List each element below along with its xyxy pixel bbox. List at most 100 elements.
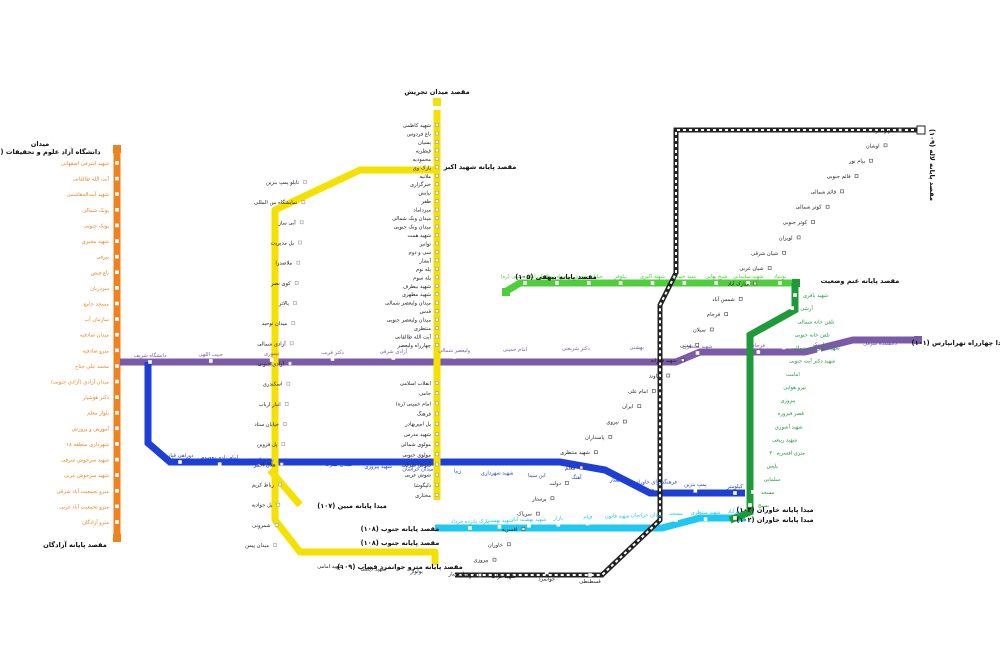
station-tick — [115, 379, 119, 384]
station-label: پل قزوین — [257, 442, 278, 448]
station-label: میدان خراسان — [631, 512, 662, 518]
station-tick — [115, 270, 119, 275]
station-tick — [762, 437, 766, 442]
station-tick — [278, 482, 282, 487]
station-label: افشار — [609, 477, 623, 483]
station-label: پاسداران — [585, 435, 605, 441]
station-label: شهید مخبری — [82, 239, 109, 245]
station-tick — [776, 371, 780, 376]
station-tick — [435, 173, 439, 178]
station-label: میدان آزادی (آزادی جنوبی) — [51, 379, 109, 386]
station-label: نیایش — [418, 191, 431, 197]
terminal-green-west: مقصد پایانه بیهقی (۱۰۵) — [515, 273, 596, 281]
station-tick — [416, 473, 420, 478]
station-tick — [759, 450, 764, 455]
station-tick — [555, 281, 559, 285]
station-label: سردریان — [90, 286, 109, 292]
station-tick — [435, 381, 439, 385]
station-tick — [303, 180, 307, 184]
station-label: شهید کشوری — [245, 457, 274, 463]
station-label: سی و دوم — [408, 250, 431, 256]
station-label: بهشتی — [629, 345, 643, 351]
station-tick — [608, 435, 613, 439]
station-label: شمرونی — [252, 523, 270, 529]
station-label: آیت الله طالقانی — [395, 334, 432, 341]
station-tick — [703, 517, 708, 521]
station-label: دکتر هوشیار — [82, 395, 110, 401]
station-tick — [724, 312, 729, 316]
station-label: کیلومتر — [726, 484, 743, 490]
station-tick — [579, 465, 584, 470]
terminal-yellow-south2: مقصد پایانه جنوب (۱۰۸) — [361, 539, 440, 547]
station-label: دوراهی قپان — [167, 453, 195, 459]
station-tick — [435, 334, 439, 339]
station-label: کوی نصر — [270, 281, 291, 287]
station-label: فرجام — [707, 312, 721, 318]
station-label: شهید ربیعی — [772, 437, 797, 443]
darkgreen-line — [728, 283, 799, 524]
station-label: شیخ بهایی — [705, 274, 727, 280]
station-label: پله سوم — [413, 275, 431, 281]
station-tick — [513, 354, 517, 358]
station-label: مختاری — [415, 493, 431, 499]
station-label: کوثر جنوبی — [783, 220, 808, 226]
station-label: میدان ولیعصر شمالی — [385, 301, 431, 307]
station-tick — [784, 332, 789, 337]
station-tick — [468, 526, 472, 530]
station-tick — [435, 131, 439, 136]
station-label: مسجد — [761, 490, 775, 496]
station-tick — [178, 460, 182, 464]
station-label: مترو تجمعیت آباد شرقی — [57, 488, 110, 495]
station-label: شهید منتظری — [683, 344, 713, 350]
station-label: جامی — [419, 391, 431, 397]
station-tick — [458, 565, 462, 570]
station-label: شیان غربی — [739, 266, 763, 272]
station-label: شهید سرخوش غربی — [64, 473, 109, 479]
station-label: میدان ولیعصر جنوبی — [387, 318, 432, 324]
black-line-inner — [455, 129, 920, 576]
station-label: سرپاک — [517, 511, 532, 518]
station-tick — [738, 296, 743, 301]
station-label: شهید قانون — [605, 513, 630, 519]
station-tick — [217, 462, 222, 467]
station-tick — [288, 361, 292, 366]
station-label: آرشی — [800, 305, 813, 312]
station-tick — [435, 343, 439, 347]
station-tick — [115, 410, 119, 415]
station-label: دانشگاه شریف — [134, 352, 167, 359]
station-tick — [521, 527, 526, 531]
station-tick — [674, 518, 678, 523]
station-tick — [536, 511, 540, 516]
station-tick — [435, 493, 439, 497]
station-label: شوش شرقی — [402, 462, 431, 468]
station-tick — [653, 486, 658, 491]
station-label: آزادی جنوبی — [257, 361, 284, 368]
station-tick — [294, 281, 299, 285]
station-tick — [751, 490, 755, 494]
station-label: مهرآباد — [728, 508, 743, 515]
station-tick — [773, 385, 778, 389]
station-tick — [507, 542, 511, 547]
station-tick — [115, 488, 119, 493]
station-label: محمودیه — [413, 157, 432, 163]
station-label: اوشان — [866, 143, 880, 149]
station-label: سلمانی — [764, 477, 780, 483]
station-ticks — [115, 123, 902, 577]
station-tick — [115, 161, 119, 165]
station-label: فرهنگسرای خاوران — [635, 479, 678, 486]
station-label: مترو تجمعیت آباد غربی — [59, 503, 109, 510]
station-tick — [435, 283, 439, 288]
station-label: باغ فردوس — [407, 131, 431, 137]
station-label: میدان ونک جنوبی — [394, 224, 432, 231]
station-tick — [796, 235, 801, 240]
station-label: ابن سینا — [528, 473, 546, 479]
terminal-yellow-top: مقصد میدان تجریش — [404, 88, 469, 96]
station-tick — [544, 570, 549, 575]
station-tick — [435, 157, 439, 161]
station-tick — [618, 281, 623, 285]
station-label: میدان گمرک — [325, 461, 352, 468]
station-label: ولیعصر شمالی — [438, 348, 470, 354]
station-label: میدان خراسان — [402, 466, 433, 472]
station-label: دولت‌آباد — [456, 572, 475, 579]
station-tick — [435, 483, 439, 487]
